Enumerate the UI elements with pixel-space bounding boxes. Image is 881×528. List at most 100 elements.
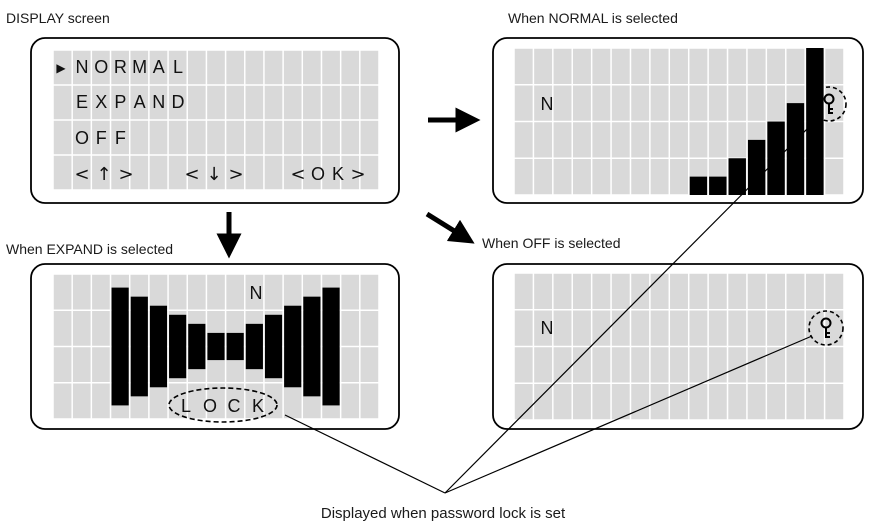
lcd-cell [534,159,553,195]
display-screen-caption: DISPLAY screen [6,10,110,26]
lcd-cell [572,85,591,121]
off-lcd-grid [514,273,844,420]
bar-segment [226,332,244,361]
lcd-character: > [350,164,365,185]
expand-selected-caption: When EXPAND is selected [6,241,173,257]
lcd-character: L [181,396,191,416]
lcd-cell [553,273,572,309]
lcd-cell [670,384,688,420]
lcd-cell [149,155,168,190]
lcd-cell [728,85,747,121]
lcd-cell [72,311,91,346]
bar-segment [188,323,206,370]
lcd-cell [92,383,110,419]
lcd-cell [283,120,302,155]
bar-segment [767,121,785,195]
lcd-character: E [76,92,88,112]
lcd-cell [53,311,72,346]
lcd-cell [168,155,187,190]
lcd-cell [149,85,168,120]
lcd-cell [553,48,572,84]
lcd-cell [611,310,630,346]
lcd-cell [92,50,110,85]
lcd-cell [708,384,727,420]
lcd-cell [611,85,630,121]
lcd-character: P [114,92,126,112]
bar-segment [207,332,225,361]
lcd-cell [650,347,669,383]
lcd-cell [360,120,379,155]
lcd-cell [53,85,72,120]
lcd-cell [92,155,110,190]
lcd-cell [767,85,786,121]
bar-segment [284,305,302,388]
lcd-cell [341,120,360,155]
lcd-cell [708,122,727,158]
menu-button-down[interactable]: <↓> [184,164,243,185]
lcd-cell [650,85,669,121]
lcd-cell [322,120,340,155]
lcd-cell [149,120,168,155]
lcd-character: L [173,57,183,77]
lcd-cell [553,384,572,420]
lcd-cell [514,48,533,84]
lcd-character: M [132,57,147,77]
lcd-cell [553,122,572,158]
lcd-cell [708,48,727,84]
lcd-cell [187,120,206,155]
lcd-cell [650,273,669,309]
lcd-cell [805,347,824,383]
lcd-cell [322,50,340,85]
lcd-cell [825,48,844,84]
lcd-cell [650,48,669,84]
lcd-cell [767,310,786,346]
lcd-cell [708,273,727,309]
lcd-cell [689,122,708,158]
lcd-character: R [114,57,127,77]
lcd-cell [825,159,844,195]
lcd-cell [670,347,688,383]
lcd-character: A [153,57,165,77]
lcd-cell [283,50,302,85]
lcd-cell [611,48,630,84]
lcd-cell [514,347,533,383]
lcd-cell [534,310,553,346]
lcd-cell [245,50,264,85]
lcd-cell [553,159,572,195]
lcd-cell [650,122,669,158]
lcd-cell [786,347,805,383]
lcd-cell [360,311,379,346]
lcd-cell [592,122,611,158]
menu-button-up[interactable]: <↑> [74,164,133,185]
lcd-cell [631,122,650,158]
lcd-cell [611,159,630,195]
lcd-cell [728,273,747,309]
lcd-character: K [332,164,344,184]
arrow-to-off [425,211,475,244]
lcd-cell [650,159,669,195]
lcd-character: > [118,164,133,185]
lcd-cell [303,120,321,155]
bar-segment [149,305,168,388]
normal-indicator: N [541,94,554,114]
lcd-cell [825,310,844,346]
bar-segment [322,287,340,406]
lcd-cell [264,120,283,155]
lcd-cell [689,48,708,84]
lcd-cell [805,384,824,420]
lcd-character: C [228,396,241,416]
lcd-cell [728,347,747,383]
lcd-cell [534,85,553,121]
lcd-cell [92,85,110,120]
lcd-character: O [75,128,89,148]
lcd-character: K [252,396,264,416]
lcd-cell [72,383,91,419]
menu-cursor-icon: ▶ [56,61,66,75]
lcd-cell [245,85,264,120]
lcd-character: > [228,164,243,185]
